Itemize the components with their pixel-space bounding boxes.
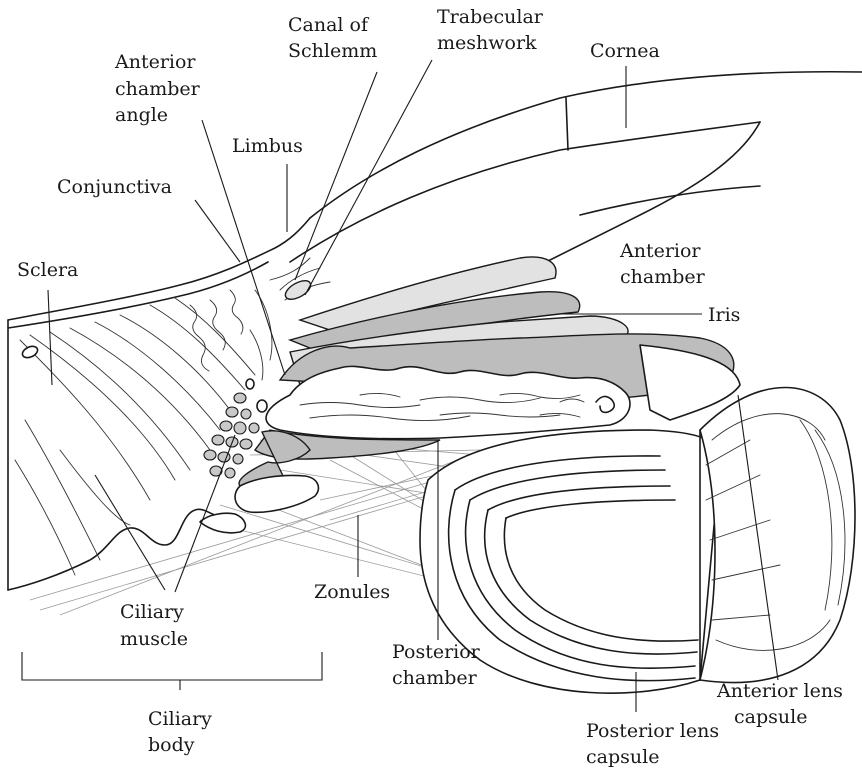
label-anterior-lens-capsule-1: Anterior lens [716,680,843,702]
label-trabecular-meshwork-1: Trabecular [437,6,544,28]
label-iris: Iris [708,304,740,326]
label-limbus: Limbus [232,135,303,157]
label-canal-of-schlemm-2: Schlemm [288,40,377,62]
label-sclera: Sclera [17,259,78,281]
label-anterior-chamber-1: Anterior [619,240,701,262]
label-ciliary-body-2: body [148,734,195,756]
label-anterior-chamber-angle-1: Anterior [114,51,196,73]
label-anterior-chamber-angle-3: angle [115,104,168,126]
label-posterior-chamber-1: Posterior [392,641,481,663]
label-posterior-lens-capsule-1: Posterior lens [586,720,719,742]
label-trabecular-meshwork-2: meshwork [437,32,537,54]
label-zonules: Zonules [314,581,390,603]
ciliary-body-bracket [22,652,322,690]
label-ciliary-muscle-1: Ciliary [120,601,184,623]
label-posterior-lens-capsule-2: capsule [586,746,659,768]
label-posterior-chamber-2: chamber [392,667,478,689]
label-conjunctiva: Conjunctiva [57,176,172,198]
label-anterior-lens-capsule-2: capsule [734,706,807,728]
label-cornea: Cornea [590,40,660,62]
label-anterior-chamber-angle-2: chamber [115,78,201,100]
label-canal-of-schlemm-1: Canal of [288,14,370,36]
label-ciliary-muscle-2: muscle [120,628,188,650]
label-anterior-chamber-2: chamber [620,266,706,288]
label-ciliary-body-1: Ciliary [148,708,212,730]
